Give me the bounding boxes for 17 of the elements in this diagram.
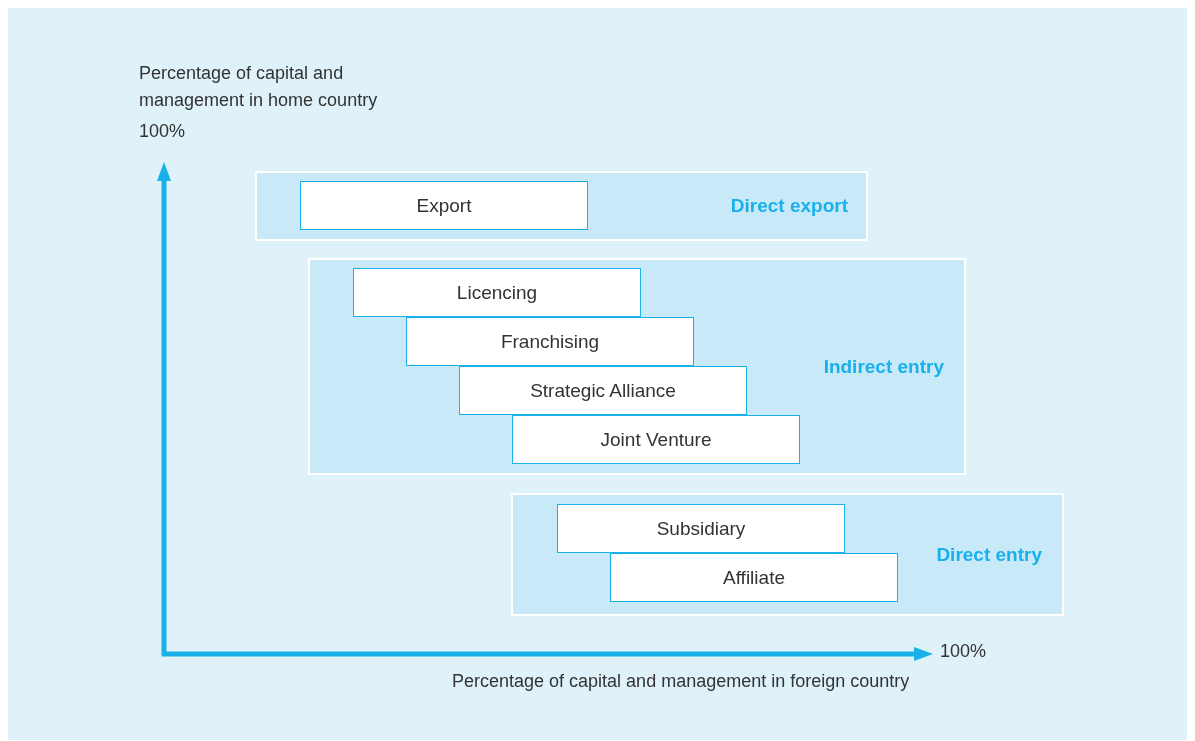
axis-title: Percentage of capital and management in home country <box>139 62 379 112</box>
group-band <box>511 493 1064 616</box>
entry-mode-box: Franchising <box>406 317 694 366</box>
group-heading: Direct entry <box>936 543 1042 566</box>
entry-mode-box: Subsidiary <box>557 504 845 553</box>
axis-tick-label: 100% <box>940 640 988 663</box>
group-heading: Indirect entry <box>823 355 944 378</box>
group-band <box>255 171 868 241</box>
entry-mode-box: Affiliate <box>610 553 898 602</box>
entry-mode-box: Joint Venture <box>512 415 800 464</box>
entry-mode-box: Licencing <box>353 268 641 317</box>
group-band <box>308 258 966 475</box>
axis-title: Percentage of capital and management in foreign country <box>452 670 911 693</box>
entry-mode-box: Export <box>300 181 588 230</box>
entry-mode-box: Strategic Alliance <box>459 366 747 415</box>
axis-tick-label: 100% <box>139 120 187 143</box>
group-heading: Direct export <box>730 195 848 217</box>
